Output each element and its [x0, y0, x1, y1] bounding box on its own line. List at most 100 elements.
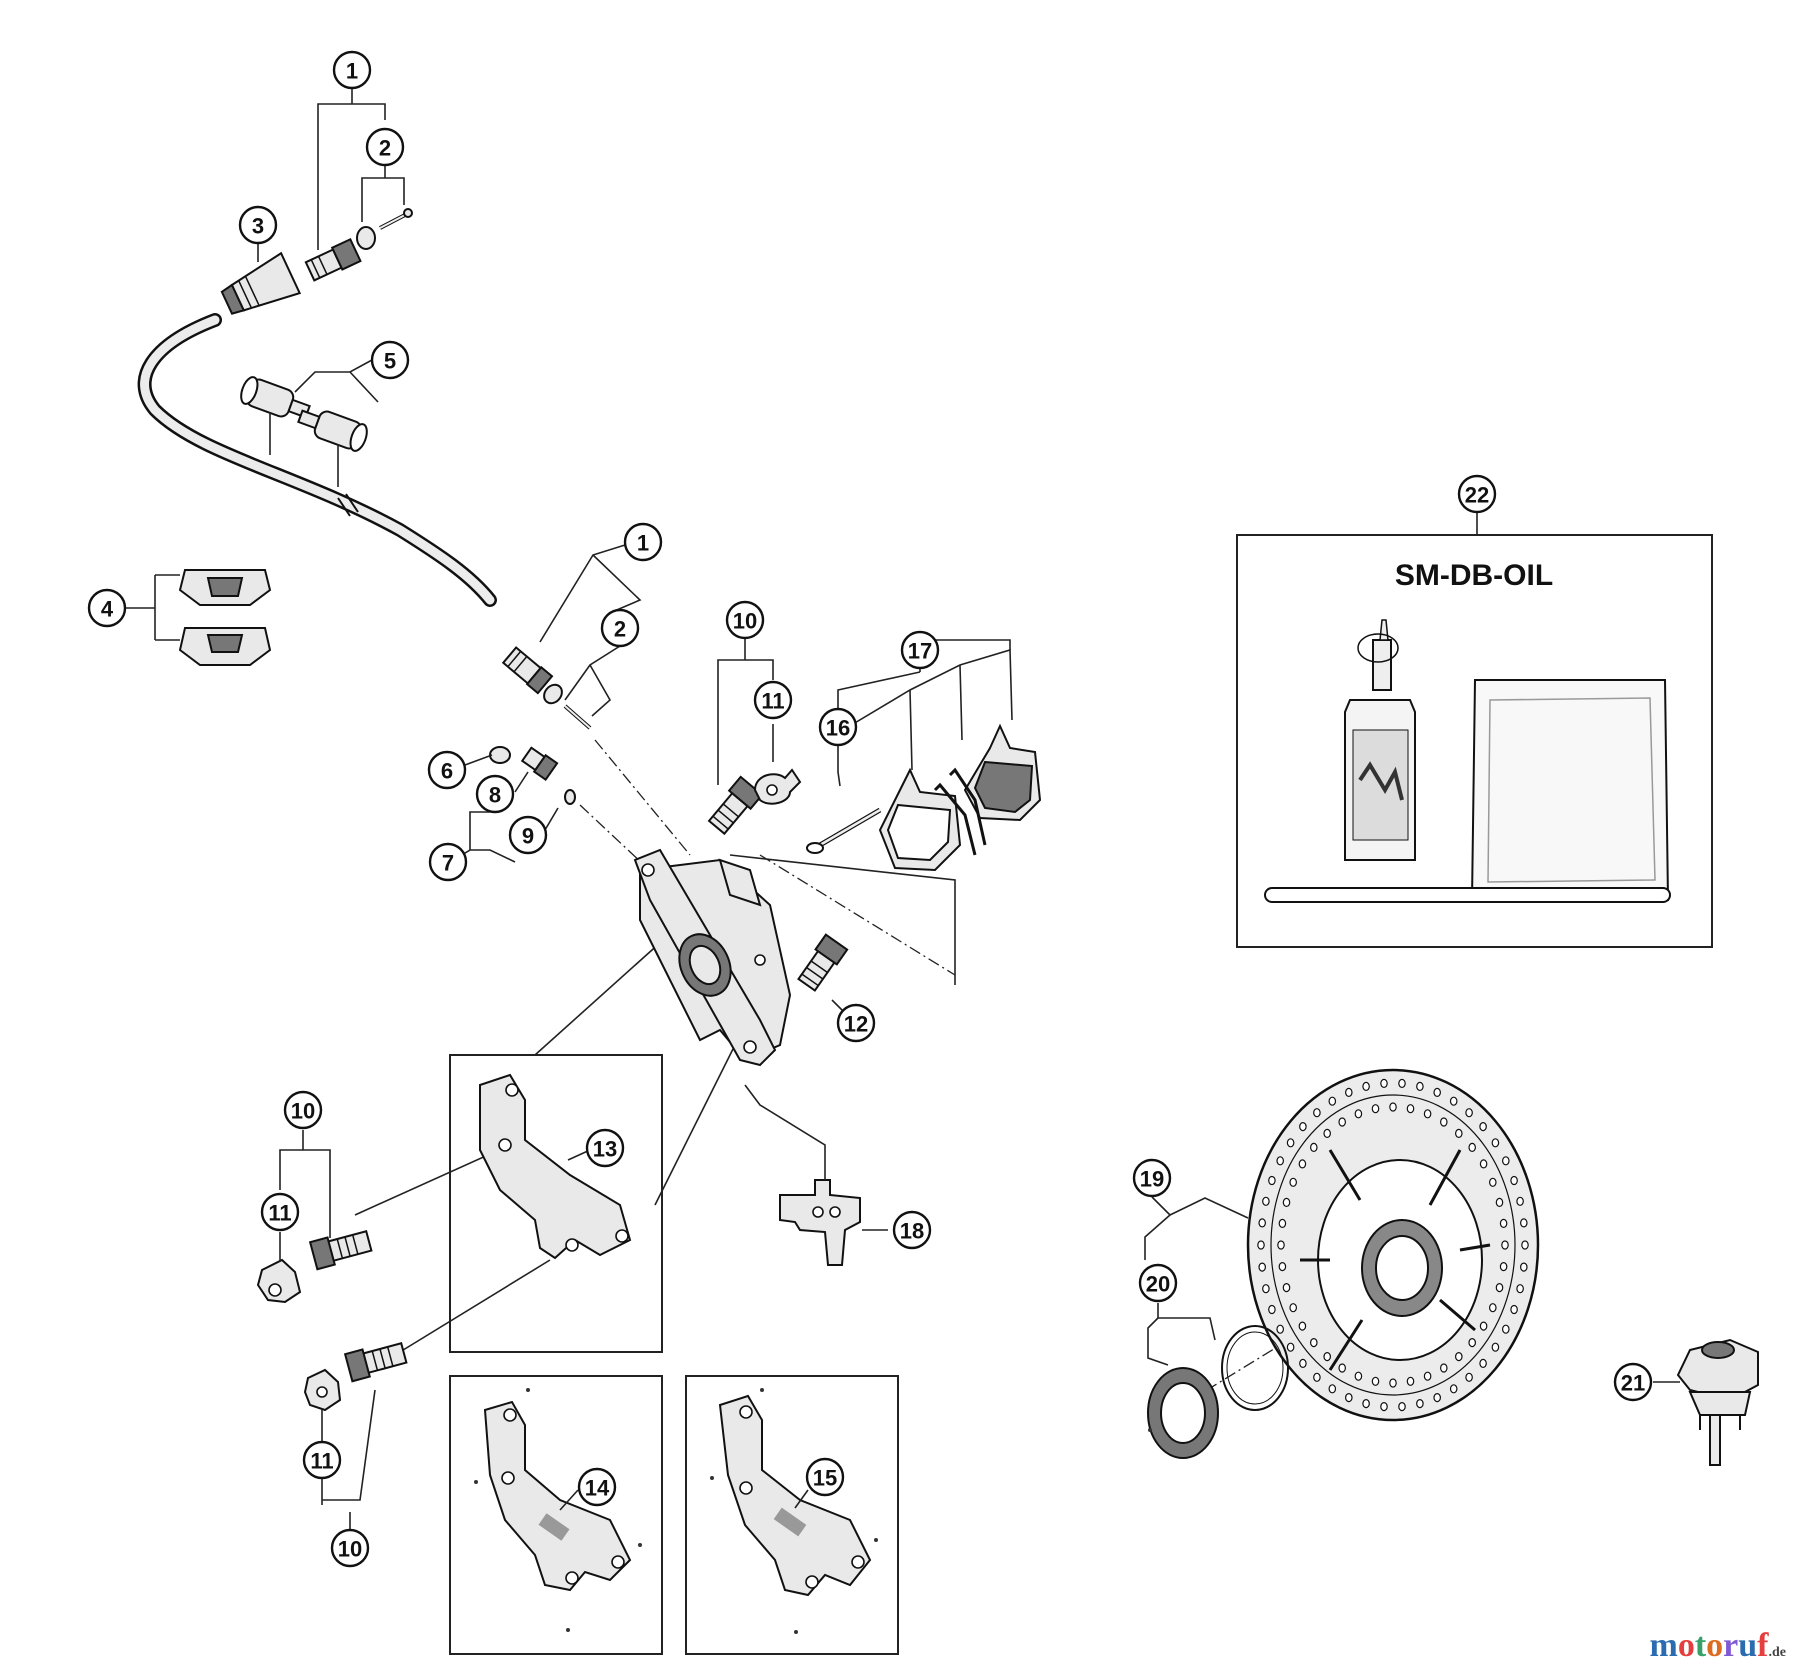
callout-17: 17: [900, 630, 940, 670]
rotor-vent-hole: [1310, 1142, 1318, 1153]
svg-text:1: 1: [637, 531, 649, 556]
svg-text:4: 4: [101, 597, 114, 622]
olive-insert-mid: [543, 683, 592, 730]
svg-text:10: 10: [338, 1537, 362, 1562]
rotor-vent-hole: [1276, 1324, 1285, 1334]
callout-15: 15: [805, 1457, 845, 1497]
callout-2-mid: 2: [600, 608, 640, 648]
rotor-vent-hole: [1380, 1078, 1388, 1089]
oil-bottle: [1344, 619, 1416, 861]
rotor-vent-hole: [1501, 1240, 1509, 1250]
rotor-vent-hole: [1468, 1142, 1477, 1153]
adapter-box-15: [685, 1375, 899, 1655]
rotor-vent-hole: [1510, 1175, 1518, 1186]
svg-text:21: 21: [1621, 1371, 1645, 1396]
rotor-vent-hole: [1313, 1108, 1321, 1118]
callout-10-bottom: 10: [330, 1528, 370, 1568]
svg-text:10: 10: [291, 1099, 315, 1124]
mount-adapter-13: [479, 1073, 632, 1260]
brand-letter: f: [1757, 1627, 1769, 1664]
rotor-vent-hole: [1449, 1384, 1458, 1394]
mounting-bolt-bottom: [343, 1342, 408, 1383]
rotor-vent-hole: [1328, 1384, 1337, 1394]
rotor-vent-hole: [1277, 1240, 1285, 1250]
rotor-vent-hole: [1510, 1304, 1518, 1315]
callout-9: 9: [508, 815, 548, 855]
brand-letter: u: [1738, 1627, 1758, 1664]
bleed-cap: [489, 746, 511, 764]
svg-text:2: 2: [614, 617, 626, 642]
rotor-vent-hole: [1286, 1138, 1295, 1148]
product-label: SM-DB-OIL: [1395, 559, 1553, 592]
rotor-vent-hole: [1268, 1304, 1276, 1315]
rotor-vent-hole: [1406, 1104, 1415, 1114]
rotor-vent-hole: [1258, 1262, 1267, 1272]
rotor-vent-hole: [1389, 1378, 1397, 1388]
svg-text:11: 11: [310, 1449, 333, 1474]
callout-3: 3: [238, 205, 278, 245]
rotor-vent-hole: [1362, 1398, 1370, 1409]
bleed-ball: [564, 789, 576, 805]
rotor-vent-hole: [1416, 1398, 1424, 1409]
svg-text:13: 13: [593, 1137, 617, 1162]
mounting-bolt-left: [308, 1230, 373, 1271]
svg-text:7: 7: [442, 851, 454, 876]
hose-blocks: [178, 569, 272, 666]
callout-8: 8: [475, 774, 515, 814]
rotor-vent-hole: [1516, 1284, 1524, 1294]
washer-bottom: [303, 1368, 342, 1412]
brake-caliper: [633, 848, 792, 1067]
callout-5: 5: [370, 340, 410, 380]
svg-text:22: 22: [1465, 483, 1489, 508]
svg-text:11: 11: [268, 1201, 291, 1226]
bleed-tube: [1264, 887, 1671, 903]
svg-text:15: 15: [813, 1466, 837, 1491]
oil-kit-box: [1236, 534, 1713, 948]
rotor-vent-hole: [1502, 1324, 1510, 1334]
lock-ring: [1147, 1367, 1219, 1459]
rotor-vent-hole: [1354, 1371, 1363, 1381]
callout-11-bottom: 11: [302, 1440, 342, 1480]
rotor-vent-hole: [1299, 1358, 1307, 1369]
brand-tld: .de: [1768, 1645, 1787, 1660]
rotor-vent-hole: [1278, 1261, 1287, 1272]
mounting-bolt-top: [707, 775, 764, 836]
rotor-vent-hole: [1479, 1121, 1487, 1132]
rotor-vent-hole: [1345, 1087, 1353, 1098]
rotor-vent-hole: [1257, 1240, 1265, 1250]
mount-adapter-14: [483, 1400, 632, 1592]
rotor-vent-hole: [1495, 1282, 1504, 1293]
rotor-vent-hole: [1423, 1109, 1432, 1119]
callout-22: 22: [1457, 474, 1497, 514]
brand-letter: r: [1723, 1627, 1739, 1664]
rotor-vent-hole: [1423, 1371, 1432, 1381]
callout-19: 19: [1132, 1158, 1172, 1198]
rotor-vent-hole: [1489, 1303, 1497, 1313]
callout-10-top: 10: [725, 600, 765, 640]
callout-1-top: 1: [332, 50, 372, 90]
callout-11-left: 11: [260, 1192, 300, 1232]
rotor-vent-hole: [1338, 1363, 1347, 1373]
brake-hose: [137, 313, 497, 607]
rotor-vent-hole: [1299, 1121, 1307, 1132]
brand-watermark: motoruf.de: [1650, 1627, 1787, 1665]
svg-text:6: 6: [441, 759, 453, 784]
lockring-tool: [1676, 1338, 1759, 1466]
rotor-vent-hole: [1268, 1175, 1276, 1186]
rotor-vent-hole: [1491, 1342, 1500, 1352]
rotor-vent-hole: [1362, 1081, 1370, 1092]
rotor-vent-hole: [1310, 1337, 1318, 1348]
svg-text:16: 16: [826, 716, 850, 741]
rotor-vent-hole: [1465, 1108, 1473, 1118]
rotor-vent-hole: [1455, 1128, 1463, 1139]
rotor-vent-hole: [1455, 1351, 1463, 1362]
svg-text:12: 12: [844, 1012, 868, 1037]
rotor-vent-hole: [1521, 1240, 1529, 1250]
rotor-vent-hole: [1282, 1197, 1291, 1208]
oil-bag: [1470, 679, 1670, 901]
callout-21: 21: [1613, 1362, 1653, 1402]
rotor-vent-hole: [1406, 1376, 1415, 1386]
brand-letter: t: [1694, 1627, 1707, 1664]
rotor-vent-hole: [1499, 1218, 1508, 1229]
